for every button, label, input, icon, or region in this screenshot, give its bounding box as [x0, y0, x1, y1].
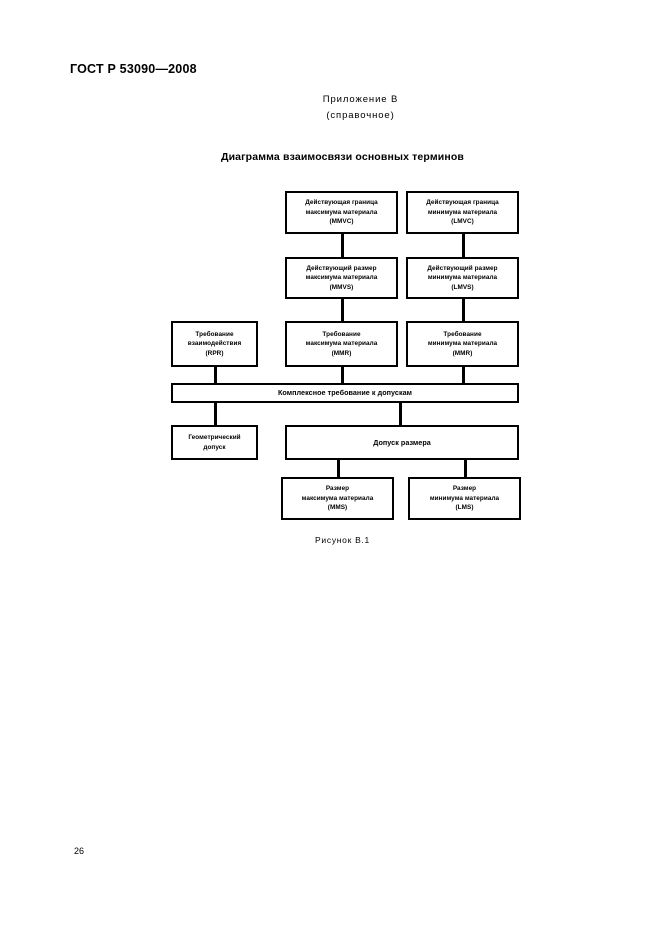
node-lmvc-line-1: Действующая граница	[426, 199, 499, 207]
node-mmr-line-3: (MMR)	[331, 349, 352, 357]
node-mmvc-line-1: Действующая граница	[305, 199, 378, 207]
node-rpr-line-2: взаимодействия	[187, 340, 242, 348]
node-geom-line-1: Геометрический	[188, 434, 241, 442]
node-mmvs-line-1: Действующий размер	[306, 264, 377, 272]
annex-subtitle: (справочное)	[326, 110, 395, 121]
node-lmvc-line-2: минимума материала	[427, 208, 498, 216]
node-lmr-line-3: (MMR)	[452, 349, 473, 357]
node-lmr[interactable]: Требование минимума материала (MMR)	[406, 321, 519, 367]
node-mmvs-line-2: максимума материала	[305, 274, 378, 282]
node-mmr[interactable]: Требование максимума материала (MMR)	[285, 321, 398, 367]
node-complex-tolerance-requirement[interactable]: Комплексное требование к допускам	[171, 383, 519, 403]
node-rpr[interactable]: Требование взаимодействия (RPR)	[171, 321, 258, 367]
node-mmvs[interactable]: Действующий размер максимума материала (…	[285, 257, 398, 299]
node-size-tolerance[interactable]: Допуск размера	[285, 425, 519, 460]
node-rpr-line-1: Требование	[195, 330, 234, 338]
figure-title: Диаграмма взаимосвязи основных терминов	[220, 151, 465, 163]
node-lmvs-line-2: минимума материала	[427, 274, 498, 282]
node-mms-line-2: максимума материала	[301, 494, 374, 502]
node-mmvc-line-2: максимума материала	[305, 208, 378, 216]
connector-mmvc-to-mmvs	[341, 233, 344, 259]
connector-size-tol-to-lms	[464, 458, 467, 478]
connector-mmr-to-complex	[341, 366, 344, 384]
node-size-tolerance-label: Допуск размера	[373, 437, 431, 447]
connector-size-tol-to-mms	[337, 458, 340, 478]
node-lmvs-line-1: Действующий размер	[427, 264, 498, 272]
node-geom-line-2: допуск	[203, 443, 226, 451]
annex-heading: Приложение В (справочное)	[0, 92, 661, 124]
node-mms[interactable]: Размер максимума материала (MMS)	[281, 477, 394, 520]
node-mms-line-1: Размер	[325, 485, 350, 493]
node-geometric-tolerance[interactable]: Геометрический допуск	[171, 425, 258, 460]
node-mmr-line-2: максимума материала	[305, 340, 378, 348]
node-lms-line-1: Размер	[452, 485, 477, 493]
node-lmr-line-1: Требование	[443, 330, 482, 338]
node-mmvs-line-3: (MMVS)	[329, 283, 354, 291]
standard-code: ГОСТ Р 53090—2008	[70, 62, 197, 76]
node-complex-label: Комплексное требование к допускам	[277, 388, 413, 397]
node-lms-line-2: минимума материала	[429, 494, 500, 502]
node-lmvs[interactable]: Действующий размер минимума материала (L…	[406, 257, 519, 299]
node-lmvs-line-3: (LMVS)	[451, 283, 474, 291]
node-lms-line-3: (LMS)	[455, 504, 474, 512]
node-mms-line-3: (MMS)	[327, 504, 348, 512]
node-mmvc[interactable]: Действующая граница максимума материала …	[285, 191, 398, 234]
node-rpr-line-3: (RPR)	[205, 349, 224, 357]
connector-complex-to-size-tol	[399, 400, 402, 426]
annex-title: Приложение В	[322, 94, 399, 105]
connector-rpr-to-complex	[214, 366, 217, 384]
node-mmvc-line-3: (MMVC)	[329, 218, 354, 226]
connector-lmvc-to-lmvs	[462, 233, 465, 259]
node-lmvc-line-3: (LMVC)	[451, 218, 474, 226]
connector-lmvs-to-lmr	[462, 298, 465, 322]
node-mmr-line-1: Требование	[322, 330, 361, 338]
figure-caption: Рисунок В.1	[315, 535, 370, 545]
page-number: 26	[74, 846, 85, 856]
node-lms[interactable]: Размер минимума материала (LMS)	[408, 477, 521, 520]
node-lmvc[interactable]: Действующая граница минимума материала (…	[406, 191, 519, 234]
connector-complex-to-geom	[214, 400, 217, 426]
node-lmr-line-2: минимума материала	[427, 340, 498, 348]
connector-lmr-to-complex	[462, 366, 465, 384]
connector-mmvs-to-mmr	[341, 298, 344, 322]
